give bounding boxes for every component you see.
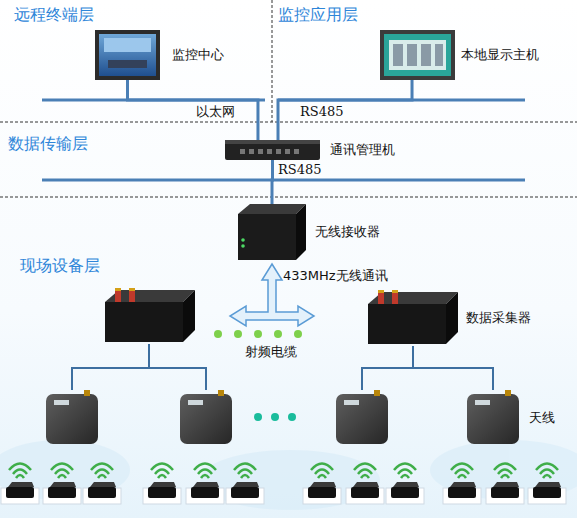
data-collector — [368, 290, 458, 344]
dot — [254, 330, 262, 338]
host-panel — [389, 40, 446, 70]
layer-divider — [272, 0, 273, 122]
node-label: 监控中心 — [172, 47, 224, 63]
bus-connector — [413, 346, 493, 390]
manager-top — [225, 140, 320, 144]
wire — [148, 344, 150, 368]
port — [294, 149, 299, 154]
rs485-bus — [278, 99, 525, 102]
control-desk — [108, 60, 147, 68]
node-label: 天线 — [529, 410, 555, 426]
dot — [214, 330, 222, 338]
receiver-front — [238, 214, 296, 260]
layer-divider — [0, 197, 577, 198]
dot — [254, 413, 262, 421]
cable-dots — [214, 330, 302, 338]
monitor-frame — [95, 30, 160, 80]
layer-divider — [0, 122, 577, 123]
sensor — [486, 464, 524, 505]
port — [285, 149, 290, 154]
bus-connector — [128, 80, 258, 140]
link-note: 433MHz无线通讯 — [283, 268, 388, 284]
link-note: 射频电缆 — [245, 344, 297, 360]
receiver-led — [241, 238, 245, 242]
antenna-panel — [180, 390, 232, 444]
host-frame — [380, 30, 455, 80]
manager-chassis — [225, 140, 320, 160]
port — [240, 149, 245, 154]
receiver-led — [241, 244, 245, 248]
data-collector — [105, 288, 195, 342]
layer-title: 数据传输层 — [8, 134, 88, 154]
antenna-panel — [46, 390, 98, 444]
sensor-group — [1, 464, 566, 505]
port — [258, 149, 263, 154]
port — [249, 149, 254, 154]
bus-connector — [278, 80, 412, 140]
comm-manager: 通讯管理机 — [225, 140, 320, 160]
dot — [234, 330, 242, 338]
node-label: 通讯管理机 — [330, 142, 395, 158]
node-label: 本地显示主机 — [461, 47, 539, 63]
antenna: 天线 — [465, 390, 521, 446]
sensor — [443, 464, 481, 505]
node-label: 数据采集器 — [466, 310, 531, 326]
port — [267, 149, 272, 154]
antenna-panel — [467, 390, 519, 444]
edge-label: RS485 — [300, 104, 344, 120]
manager-ports — [240, 149, 299, 154]
ethernet-bus — [42, 99, 265, 102]
layer-title: 现场设备层 — [20, 256, 100, 276]
sensor — [83, 464, 121, 505]
dot — [271, 413, 279, 421]
local-display-host: 本地显示主机 — [380, 30, 455, 80]
receiver-top — [238, 204, 306, 214]
layer-title: 远程终端层 — [14, 5, 94, 25]
host-bar — [407, 44, 417, 66]
background-pattern — [0, 440, 577, 510]
rs485-bus — [42, 179, 525, 182]
ellipsis-dots — [254, 413, 296, 421]
layer-title: 监控应用层 — [278, 5, 358, 25]
sensor — [143, 464, 181, 505]
host-screen — [384, 34, 451, 76]
rf-cable — [72, 344, 412, 390]
sensor — [226, 464, 264, 505]
host-bar — [435, 44, 443, 66]
port — [276, 149, 281, 154]
wire — [72, 368, 206, 390]
dot — [294, 330, 302, 338]
sensor — [528, 464, 566, 505]
sensor — [303, 464, 341, 505]
bus-connector — [271, 160, 275, 204]
sensor — [43, 464, 81, 505]
dot — [274, 330, 282, 338]
host-bar — [393, 44, 403, 66]
sensor — [1, 464, 39, 505]
wireless-receiver: 无线接收器 — [238, 204, 306, 260]
sensor — [186, 464, 224, 505]
sensor — [386, 464, 424, 505]
edge-label: RS485 — [278, 162, 322, 178]
data-collector: 数据采集器 — [368, 290, 458, 346]
dot — [288, 413, 296, 421]
monitor-center: 监控中心 — [95, 30, 160, 80]
node-label: 无线接收器 — [315, 224, 380, 240]
antenna-panel — [336, 390, 388, 444]
host-bar — [421, 44, 431, 66]
wire — [362, 368, 412, 390]
receiver-side — [296, 204, 306, 260]
video-wall — [104, 38, 151, 52]
edge-label: 以太网 — [196, 104, 235, 120]
sensor — [346, 464, 384, 505]
monitor-screen — [99, 34, 156, 76]
